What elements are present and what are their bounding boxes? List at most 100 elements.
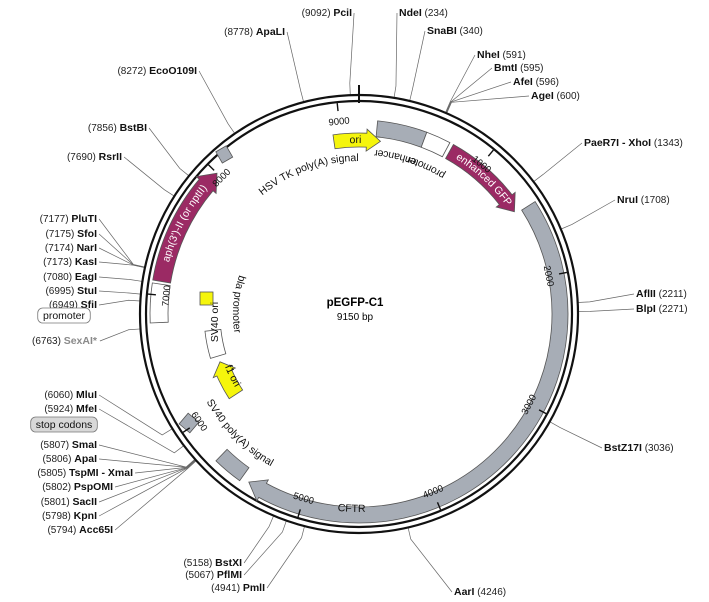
site-position: (5924) (44, 404, 76, 415)
tick-mark (207, 164, 215, 171)
site-leader-line (286, 31, 305, 103)
site-label: (5067) PflMI (185, 569, 242, 581)
site-name: PspOMI (74, 481, 113, 493)
site-position: (7173) (43, 257, 75, 268)
site-name: NheI (477, 49, 500, 61)
site-name: ApaLI (256, 26, 285, 38)
site-label: (6060) MluI (44, 389, 97, 401)
site-nrui[interactable]: NruI (1708) (617, 194, 670, 206)
site-position: (7177) (40, 214, 72, 225)
site-blpi[interactable]: BlpI (2271) (636, 303, 688, 315)
site-agei[interactable]: AgeI (600) (531, 90, 580, 102)
site-label: BstZ17I (3036) (604, 442, 674, 454)
site-name: SmaI (72, 439, 97, 451)
site-name: BstBI (120, 122, 148, 134)
site-mfei[interactable]: (5924) MfeI (44, 403, 97, 415)
site-mlui[interactable]: (6060) MluI (44, 389, 97, 401)
tick-mark (487, 149, 494, 157)
label-box-stop-codons: stop codons (30, 416, 98, 433)
site-acc65i[interactable]: (5794) Acc65I (47, 524, 113, 536)
site-paer7i-xhoi[interactable]: PaeR7I - XhoI (1343) (584, 137, 683, 149)
site-name: SexAI* (64, 335, 98, 347)
site-name: BstZ17I (604, 442, 642, 454)
site-apali[interactable]: (8778) ApaLI (224, 26, 285, 38)
site-nari[interactable]: (7174) NarI (45, 242, 97, 254)
site-name: MluI (76, 389, 97, 401)
site-kpni[interactable]: (5798) KpnI (42, 510, 97, 522)
site-position: (5798) (42, 511, 74, 522)
site-name: SnaBI (427, 25, 457, 37)
label-cftr: CFTR (337, 502, 366, 515)
site-name: EcoO109I (149, 65, 197, 77)
site-leader-line (533, 142, 583, 182)
site-sacii[interactable]: (5801) SacII (41, 496, 97, 508)
site-labels: (9092) PciI NdeI (234) SnaBI (340) NheI (59… (32, 7, 688, 598)
site-snabi[interactable]: SnaBI (340) (427, 25, 483, 37)
site-bstbi[interactable]: (7856) BstBI (88, 122, 147, 134)
site-leader-line (266, 526, 305, 589)
site-label: NruI (1708) (617, 194, 670, 206)
site-pflmi[interactable]: (5067) PflMI (185, 569, 242, 581)
label-sv40-ori: SV40 ori (209, 302, 221, 342)
site-ecoo109i[interactable]: (8272) EcoO109I (117, 65, 197, 77)
site-label: (5806) ApaI (43, 453, 98, 465)
label-sv40-polya: SV40 poly(A) signal (204, 397, 276, 469)
site-bstxi[interactable]: (5158) BstXI (183, 557, 242, 569)
site-sfoi[interactable]: (7175) SfoI (45, 228, 97, 240)
site-position: (340) (457, 26, 483, 37)
site-position: (7856) (88, 123, 120, 134)
site-name: StuI (77, 285, 97, 297)
site-afei[interactable]: AfeI (596) (513, 76, 559, 88)
site-label: (5807) SmaI (40, 439, 97, 451)
label-hsv-tk: HSV TK poly(A) signal (257, 152, 359, 198)
site-sexai[interactable]: (6763) SexAI* (32, 335, 98, 347)
site-bmti[interactable]: BmtI (595) (494, 62, 543, 74)
site-label: AarI (4246) (454, 586, 506, 598)
site-leader-line (445, 81, 512, 114)
site-leader-line (243, 515, 274, 564)
tick-label: 7000 (160, 285, 173, 307)
site-position: (4941) (211, 583, 243, 594)
site-label: AfeI (596) (513, 76, 559, 88)
site-name: Acc65I (79, 524, 113, 536)
site-name: PflMI (217, 569, 242, 581)
site-position: (5802) (42, 482, 74, 493)
site-position: (7690) (67, 152, 99, 163)
site-name: EagI (75, 271, 97, 283)
site-nhei[interactable]: NheI (591) (477, 49, 526, 61)
site-leader-line (114, 460, 197, 531)
site-ndei[interactable]: NdeI (234) (399, 7, 448, 19)
site-pmli[interactable]: (4941) PmlI (211, 582, 265, 594)
site-position: (5801) (41, 497, 73, 508)
site-label: (8778) ApaLI (224, 26, 285, 38)
site-bstz17i[interactable]: BstZ17I (3036) (604, 442, 674, 454)
site-aari[interactable]: AarI (4246) (454, 586, 506, 598)
site-leader-line (135, 459, 196, 474)
site-leader-line (98, 247, 146, 268)
site-name: RsrII (99, 151, 122, 163)
site-name: BlpI (636, 303, 656, 315)
site-leader-line (99, 276, 143, 282)
site-rsrii[interactable]: (7690) RsrII (67, 151, 122, 163)
site-position: (6995) (45, 286, 77, 297)
site-name: SacII (72, 496, 97, 508)
site-leader-line (123, 156, 175, 197)
site-label: (5798) KpnI (42, 510, 97, 522)
site-pcii[interactable]: (9092) PciI (302, 7, 352, 19)
site-kasi[interactable]: (7173) KasI (43, 256, 97, 268)
site-aflii[interactable]: AflII (2211) (636, 288, 687, 300)
site-stui[interactable]: (6995) StuI (45, 285, 97, 297)
tick-label: 9000 (328, 115, 350, 128)
site-apai[interactable]: (5806) ApaI (43, 453, 98, 465)
feature-bla-promoter (204, 329, 227, 359)
tick-mark (297, 509, 301, 518)
site-pspomi[interactable]: (5802) PspOMI (42, 481, 113, 493)
tick-mark (336, 103, 339, 112)
site-tspmi-xmai[interactable]: (5805) TspMI - XmaI (37, 467, 133, 479)
site-label: (7174) NarI (45, 242, 97, 254)
site-pluti[interactable]: (7177) PluTI (40, 213, 97, 225)
site-label: (5802) PspOMI (42, 481, 113, 493)
site-smai[interactable]: (5807) SmaI (40, 439, 97, 451)
site-eagi[interactable]: (7080) EagI (43, 271, 97, 283)
site-leader-line (243, 520, 287, 576)
